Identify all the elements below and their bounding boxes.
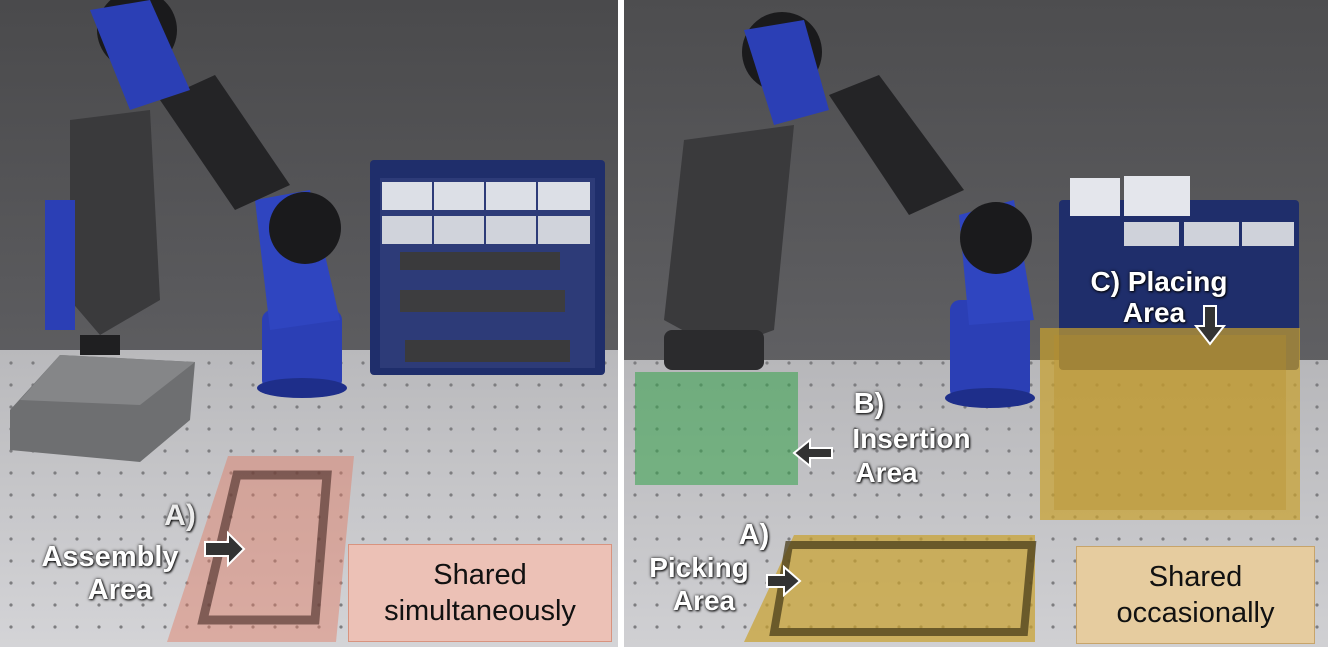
insertion-area-label-line2: Area <box>855 457 918 488</box>
assembly-arrow-icon <box>204 530 246 568</box>
right-overlays <box>635 305 1300 642</box>
placing-area-label-line2: Area <box>1122 297 1186 328</box>
storage-cabinet <box>370 160 605 375</box>
picking-area-label-line1: Picking <box>649 552 749 583</box>
shared-occasionally-box: Shared occasionally <box>1076 546 1315 644</box>
left-scene <box>0 0 618 647</box>
shared-occasionally-line1: Shared <box>1148 560 1243 593</box>
picking-area-overlay <box>744 535 1035 642</box>
robot-arm <box>664 12 1035 408</box>
insertion-area-label-line1: Insertion <box>852 423 971 454</box>
assembly-area-label-line2: Area <box>87 574 153 606</box>
left-photo-panel: A) Assembly Area Shared simultaneously <box>0 0 618 647</box>
placing-area-label-line1: C) Placing <box>1090 266 1228 297</box>
picking-arrow-icon <box>766 564 802 598</box>
shared-simultaneously-box: Shared simultaneously <box>348 544 612 642</box>
insertion-area-overlay <box>635 372 798 485</box>
right-photo-panel: A) Picking Area B) Insertion Area C) Pla… <box>624 0 1328 647</box>
assembly-area-label-line1: Assembly <box>41 541 179 573</box>
placing-arrow-icon <box>1193 305 1227 346</box>
assembly-area-letter: A) <box>164 499 196 532</box>
shared-simultaneously-line2: simultaneously <box>384 595 576 627</box>
shared-occasionally-line2: occasionally <box>1116 597 1275 629</box>
picking-area-letter: A) <box>738 519 770 551</box>
storage-cabinet <box>1059 176 1299 370</box>
insertion-arrow-icon <box>792 437 833 469</box>
picking-area-label-line2: Area <box>672 585 736 616</box>
insertion-area-letter: B) <box>853 388 885 420</box>
robot-arm <box>45 0 347 398</box>
assembly-area-overlay <box>167 456 354 642</box>
shared-simultaneously-line1: Shared <box>433 558 527 591</box>
placing-area-overlay <box>1040 328 1300 520</box>
